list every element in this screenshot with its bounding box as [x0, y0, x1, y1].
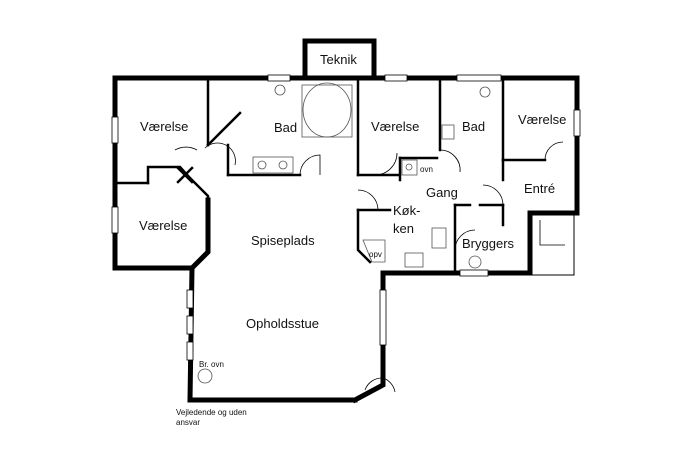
room-label-bad-2: Bad [462, 119, 485, 134]
room-label-bad-1: Bad [274, 120, 297, 135]
label-ovn: ovn [420, 165, 433, 174]
bathtub [302, 82, 352, 138]
window-vaerelse-w [111, 206, 119, 234]
door-hall-1 [174, 146, 198, 151]
door-front [539, 220, 565, 246]
toilet-2 [479, 86, 491, 98]
toilet-1 [274, 84, 286, 96]
kitchen-sink [404, 252, 424, 268]
fixture-labels: ovn opv Br. ovn [199, 165, 433, 369]
window-vaerelse-ne [573, 109, 581, 137]
room-label-teknik: Teknik [320, 52, 357, 67]
wood-stove-icon [197, 368, 213, 384]
room-label-vaerelse-ne: Værelse [518, 112, 566, 127]
oven-box [401, 159, 418, 176]
window-bryggers [459, 269, 489, 277]
room-label-vaerelse-mid: Værelse [371, 119, 419, 134]
window-vaerelse-mid [384, 74, 408, 82]
door-hall-2 [204, 142, 236, 166]
sink-basin-1 [257, 160, 267, 170]
door-terrace-1 [364, 377, 384, 391]
window-living-east [379, 289, 387, 346]
sink-basin-2 [278, 160, 288, 170]
room-label-spiseplads: Spiseplads [251, 233, 315, 248]
door-bad-1 [299, 154, 321, 176]
window-living-2 [186, 315, 194, 335]
window-vaerelse-nw [111, 116, 119, 144]
door-entre [482, 184, 504, 206]
room-labels: Teknik Værelse Bad Værelse Bad Værelse V… [139, 52, 566, 331]
bryggers-sink [468, 255, 482, 269]
window-bad-2 [456, 74, 502, 82]
interior-walls [113, 76, 547, 275]
room-label-koekken-2: ken [393, 221, 414, 236]
door-bryggers [454, 229, 476, 251]
windows [111, 74, 581, 361]
label-br-ovn: Br. ovn [199, 360, 224, 369]
bathtub-frame [301, 84, 353, 138]
room-label-vaerelse-w: Værelse [139, 218, 187, 233]
sink-bad-2 [441, 124, 455, 140]
room-label-bryggers: Bryggers [462, 236, 515, 251]
fixtures [197, 82, 491, 384]
door-koekken [357, 189, 379, 211]
door-terrace-2 [382, 377, 396, 393]
room-label-gang: Gang [426, 185, 458, 200]
door-vaerelse-ne [544, 141, 564, 161]
kitchen-corner-unit [362, 239, 386, 263]
window-living-1 [186, 289, 194, 309]
room-label-koekken-1: Køk- [393, 203, 420, 218]
window-living-3 [186, 341, 194, 361]
window-bad-1 [267, 74, 291, 82]
disclaimer-line-2: ansvar [176, 418, 200, 427]
room-label-entre: Entré [524, 181, 555, 196]
door-vaerelse-mid [374, 152, 398, 176]
disclaimer-line-1: Vejledende og uden [176, 408, 247, 417]
kitchen-stove [431, 227, 447, 249]
room-label-vaerelse-nw: Værelse [140, 119, 188, 134]
porch-outline [531, 214, 575, 276]
door-bad-2 [439, 149, 461, 173]
label-opv: opv [369, 250, 382, 259]
double-sink [252, 156, 294, 174]
oven-icon [405, 163, 413, 171]
room-label-opholdsstue: Opholdsstue [246, 316, 319, 331]
doors [174, 141, 575, 393]
